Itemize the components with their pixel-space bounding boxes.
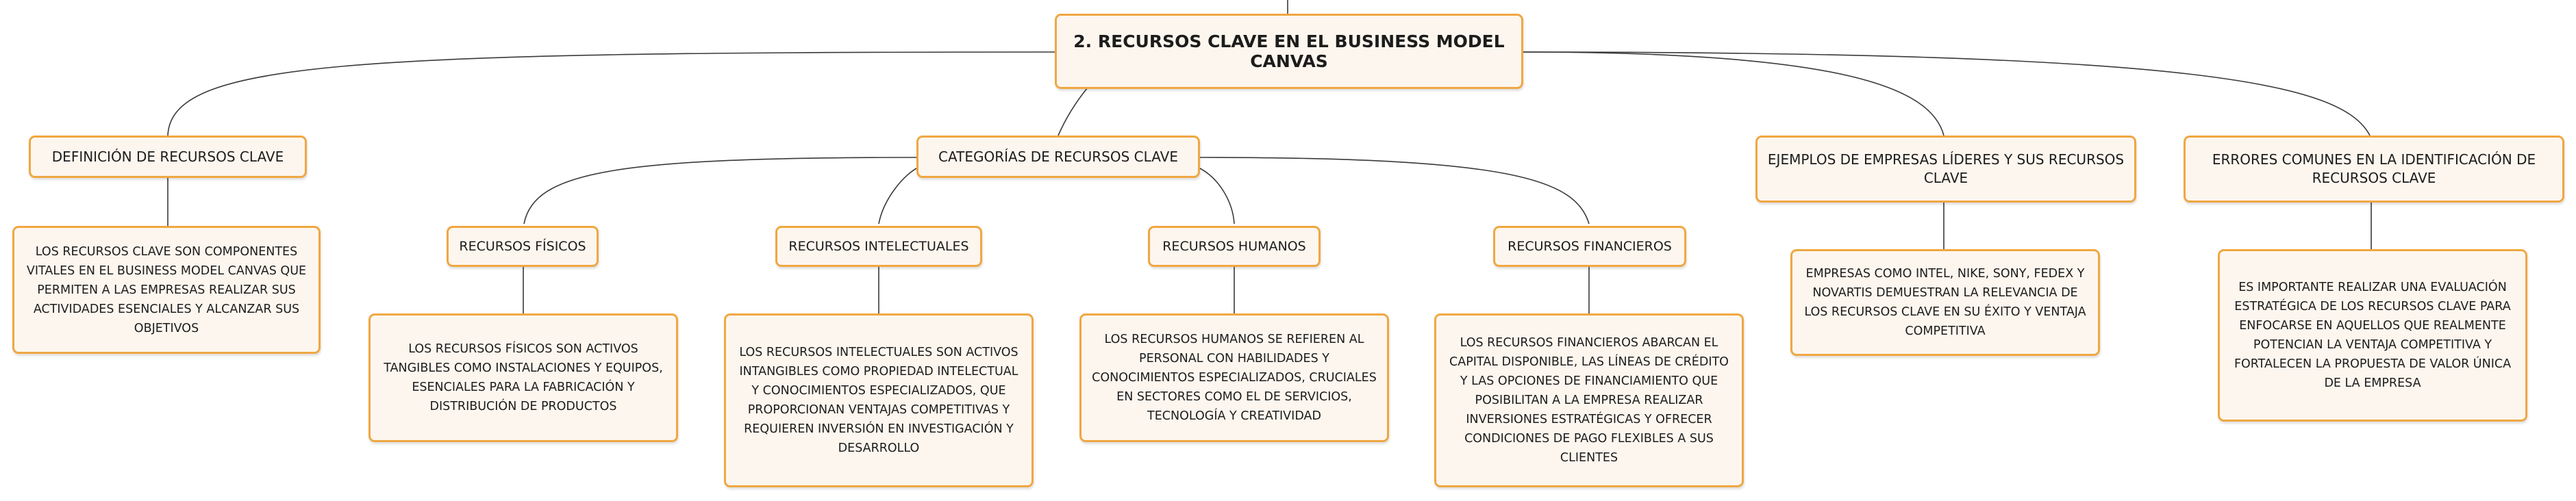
edge-categorias-intelectuales (878, 167, 918, 224)
intelectuales-node[interactable]: RECURSOS INTELECTUALES (775, 226, 982, 267)
root-node[interactable]: 2. RECURSOS CLAVE EN EL BUSINESS MODEL C… (1055, 14, 1523, 89)
fisicos-detail-text: LOS RECURSOS FÍSICOS SON ACTIVOS TANGIBL… (384, 342, 663, 413)
humanos-label: RECURSOS HUMANOS (1162, 239, 1306, 254)
ejemplos-detail[interactable]: EMPRESAS COMO INTEL, NIKE, SONY, FEDEX Y… (1790, 249, 2100, 356)
edge-categorias-financieros (1198, 157, 1590, 224)
intelectuales-label: RECURSOS INTELECTUALES (788, 239, 969, 254)
errores-detail[interactable]: ES IMPORTANTE REALIZAR UNA EVALUACIÓN ES… (2218, 249, 2527, 422)
humanos-detail-text: LOS RECURSOS HUMANOS SE REFIEREN AL PERS… (1092, 333, 1377, 423)
financieros-detail-text: LOS RECURSOS FINANCIEROS ABARCAN EL CAPI… (1449, 336, 1729, 465)
definicion-label: DEFINICIÓN DE RECURSOS CLAVE (51, 148, 284, 165)
categorias-label: CATEGORÍAS DE RECURSOS CLAVE (938, 148, 1178, 165)
definicion-node[interactable]: DEFINICIÓN DE RECURSOS CLAVE (29, 136, 307, 178)
intelectuales-detail[interactable]: LOS RECURSOS INTELECTUALES SON ACTIVOS I… (724, 313, 1034, 487)
edge-root-ejemplos (1520, 51, 1944, 136)
intelectuales-detail-text: LOS RECURSOS INTELECTUALES SON ACTIVOS I… (739, 346, 1018, 455)
humanos-node[interactable]: RECURSOS HUMANOS (1148, 226, 1321, 267)
humanos-detail[interactable]: LOS RECURSOS HUMANOS SE REFIEREN AL PERS… (1079, 313, 1389, 442)
edge-root-categorias (1058, 87, 1088, 136)
definicion-detail[interactable]: LOS RECURSOS CLAVE SON COMPONENTES VITAL… (12, 226, 321, 354)
financieros-label: RECURSOS FINANCIEROS (1508, 239, 1672, 254)
edge-categorias-fisicos (523, 157, 918, 224)
ejemplos-node[interactable]: EJEMPLOS DE EMPRESAS LÍDERES Y SUS RECUR… (1755, 136, 2136, 203)
errores-node[interactable]: ERRORES COMUNES EN LA IDENTIFICACIÓN DE … (2184, 136, 2564, 203)
root-label: 2. RECURSOS CLAVE EN EL BUSINESS MODEL C… (1073, 31, 1505, 71)
definicion-detail-text: LOS RECURSOS CLAVE SON COMPONENTES VITAL… (26, 244, 307, 335)
ejemplos-detail-text: EMPRESAS COMO INTEL, NIKE, SONY, FEDEX Y… (1804, 267, 2086, 338)
edge-root-errores (1520, 51, 2371, 136)
edge-root-definicion (167, 51, 1055, 136)
fisicos-detail[interactable]: LOS RECURSOS FÍSICOS SON ACTIVOS TANGIBL… (368, 313, 678, 442)
fisicos-node[interactable]: RECURSOS FÍSICOS (447, 226, 599, 267)
financieros-detail[interactable]: LOS RECURSOS FINANCIEROS ABARCAN EL CAPI… (1434, 313, 1744, 487)
ejemplos-label: EJEMPLOS DE EMPRESAS LÍDERES Y SUS RECUR… (1767, 151, 2125, 186)
errores-detail-text: ES IMPORTANTE REALIZAR UNA EVALUACIÓN ES… (2234, 281, 2512, 390)
errores-label: ERRORES COMUNES EN LA IDENTIFICACIÓN DE … (2212, 151, 2536, 186)
financieros-node[interactable]: RECURSOS FINANCIEROS (1493, 226, 1686, 267)
categorias-node[interactable]: CATEGORÍAS DE RECURSOS CLAVE (916, 136, 1200, 178)
fisicos-label: RECURSOS FÍSICOS (459, 239, 586, 254)
edge-categorias-humanos (1198, 167, 1235, 224)
